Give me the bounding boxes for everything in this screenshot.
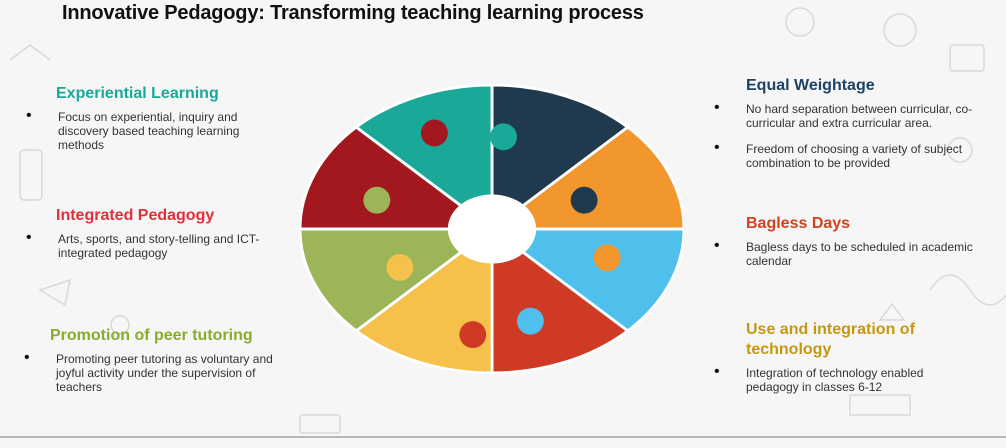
bullet-bagless-days: Bagless days to be scheduled in academic…	[714, 239, 994, 268]
bullet-technology: Integration of technology enabled pedago…	[714, 365, 954, 394]
heading-technology: Use and integration of technology	[746, 321, 915, 358]
heading-bagless-days: Bagless Days	[746, 215, 851, 232]
block-integrated-pedagogy: Integrated Pedagogy Arts, sports, and st…	[26, 206, 286, 272]
puzzle-piece-brick-red	[490, 227, 630, 374]
page-title: Innovative Pedagogy: Transforming teachi…	[62, 2, 644, 24]
bullet-equal-weightage-1: No hard separation between curricular, c…	[714, 101, 1004, 130]
puzzle-piece-sky-blue	[490, 227, 684, 333]
heading-equal-weightage: Equal Weightage	[746, 77, 875, 94]
puzzle-piece-teal	[354, 84, 494, 231]
puzzle-piece-yellow	[354, 227, 494, 374]
puzzle-piece-dark-red	[300, 125, 494, 231]
bullet-experiential-learning: Focus on experiential, inquiry and disco…	[26, 109, 286, 152]
footer-divider	[0, 436, 1006, 438]
heading-peer-tutoring: Promotion of peer tutoring	[50, 327, 253, 344]
bullet-equal-weightage-2: Freedom of choosing a variety of subject…	[714, 141, 1004, 170]
block-bagless-days: Bagless Days Bagless days to be schedule…	[714, 214, 994, 280]
block-experiential-learning: Experiential Learning Focus on experient…	[26, 84, 286, 164]
puzzle-ellipse-diagram	[300, 84, 684, 374]
center-hole	[447, 194, 537, 264]
puzzle-piece-orange	[490, 125, 684, 231]
block-technology: Use and integration of technology Integr…	[714, 320, 954, 406]
bullet-integrated-pedagogy: Arts, sports, and story-telling and ICT-…	[26, 231, 286, 260]
heading-integrated-pedagogy: Integrated Pedagogy	[56, 207, 215, 224]
block-equal-weightage: Equal Weightage No hard separation betwe…	[714, 76, 1004, 182]
bullet-peer-tutoring: Promoting peer tutoring as voluntary and…	[24, 351, 294, 394]
puzzle-piece-navy	[490, 84, 630, 231]
heading-experiential-learning: Experiential Learning	[56, 85, 219, 102]
block-peer-tutoring: Promotion of peer tutoring Promoting pee…	[24, 326, 294, 406]
